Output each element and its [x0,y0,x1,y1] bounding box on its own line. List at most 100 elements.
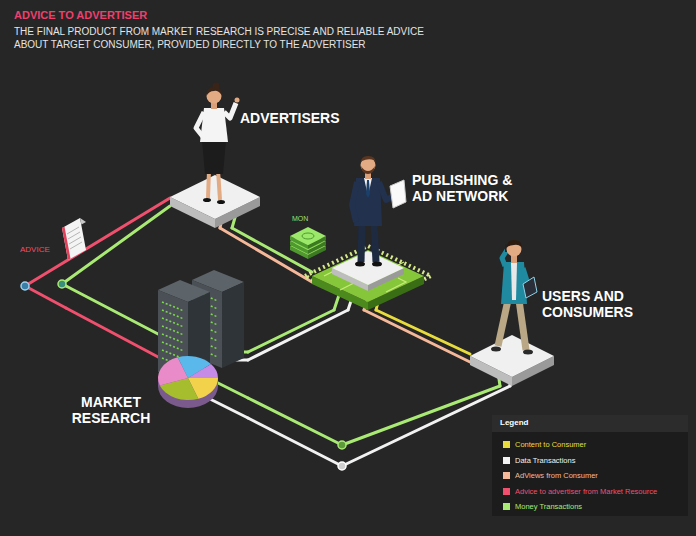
publisher-figure-part [361,222,362,262]
legend-panel-part [492,415,688,516]
publishing-node: PUBLISHING & AD NETWORK [312,160,528,310]
advertiser-figure-part [235,98,240,103]
advertiser-figure-part [213,83,220,90]
edge-label: ADVICE [20,245,50,255]
publisher-figure-part [352,182,357,222]
node-label: MARKET RESEARCH [66,394,156,426]
legend-text-holder: Money Transactions [515,502,582,511]
legend-text-holder: Content to Consumer [515,440,586,449]
flow-line [62,206,170,286]
advice-document-part [67,227,79,234]
market-research-node: MARKET RESEARCH [66,268,248,428]
money-stack-part [290,227,326,245]
consumers-node: USERS AND CONSUMERS [470,282,656,386]
advertiser-figure-part [196,112,204,138]
money-stack [290,227,326,259]
advertisers-node: ADVERTISERS [170,70,350,228]
consumer-platform-part [470,335,554,377]
consumer-figure-part [498,300,508,346]
consumer-figure-part [523,350,533,355]
publisher-figure-part [366,180,370,198]
legend-panel [492,415,688,516]
junction-dots-part [338,462,346,470]
flow-line [364,310,470,362]
junction-dots-part [21,282,29,290]
advertiser-figure-part [203,198,211,202]
diagram-caption: THE FINAL PRODUCT FROM MARKET RESEARCH I… [14,25,439,51]
legend-swatch [503,441,510,448]
flow-line [248,310,348,360]
advertiser-figure-part [208,170,209,198]
flow-line [248,386,500,445]
flow-line [248,310,334,352]
legend-text: Money Transactions [515,502,582,511]
server-racks-part [222,282,244,368]
consumer-figure-part [501,262,527,304]
legend-swatch [503,472,510,479]
consumer-figure-part [502,250,507,266]
legend-swatch [503,488,510,495]
advice-document-part [68,232,80,239]
publisher-platform-part [332,251,404,285]
legend-text: AdViews from Consumer [515,471,598,480]
advertiser-figure-part [217,200,225,204]
legend-swatch [503,457,510,464]
flow-line [248,386,510,466]
legend-text: Data Transactions [515,456,575,465]
publisher-figure-part [355,262,365,267]
diagram-caption-holder: THE FINAL PRODUCT FROM MARKET RESEARCH I… [14,25,439,51]
consumer-figure-part [491,347,501,352]
consumer-figure-part [511,263,517,300]
lead-wires-part [66,308,160,358]
advertiser-figure-part [218,170,220,200]
publisher-platform [332,251,404,291]
node-label: ADVERTISERS [240,110,340,126]
pie-chart-part [188,364,218,378]
lead-wires [66,214,510,418]
edge-label-holder: ADVICE [20,245,50,255]
consumer-figure-part [507,240,522,248]
consumer-figure-part [519,300,526,350]
legend-text-holder: Data Transactions [515,456,575,465]
diagram-title: ADVICE TO ADVERTISER [14,8,147,22]
legend-title: Legend [500,418,528,428]
lead-wires-part [206,397,248,418]
advice-document [62,218,86,260]
publisher-figure-part [372,262,382,267]
network-chip-part [305,246,431,306]
node-label: PUBLISHING & AD NETWORK [412,172,524,204]
node-label: USERS AND CONSUMERS [542,288,652,320]
legend-swatch [503,503,510,510]
network-chip [305,246,431,310]
advice-document-part [62,218,86,260]
legend-text-holder: AdViews from Consumer [515,471,598,480]
money-label-holder: MON [292,214,308,223]
consumer-figure-part [523,277,537,298]
advertiser-figure [196,83,240,205]
lead-wires-part [66,286,160,335]
advice-document-part [70,242,82,249]
flow-line [376,310,470,354]
consumer-platform [470,335,554,386]
publisher-figure-part [361,166,375,174]
advertiser-platform-part [170,175,260,219]
legend-title-holder: Legend [500,418,528,428]
legend-panel-part [492,415,688,432]
consumer-figure [491,240,537,355]
publisher-figure-part [390,180,406,208]
junction-dots-part [58,280,66,288]
advice-document-part [80,218,86,225]
advertiser-platform [170,175,260,228]
advice-document-part [69,237,81,244]
money-stack-part [302,233,314,239]
advertiser-figure-part [202,140,226,174]
legend-text: Advice to advertiser from Market Resourc… [515,487,657,496]
junction-dots-part [338,441,346,449]
network-chip-part [312,250,424,302]
junction-dots [21,280,346,470]
legend-text-holder: Advice to advertiser from Market Resourc… [515,487,657,496]
money-label: MON [292,214,308,223]
publisher-figure-part [361,156,376,163]
legend-text: Content to Consumer [515,440,586,449]
